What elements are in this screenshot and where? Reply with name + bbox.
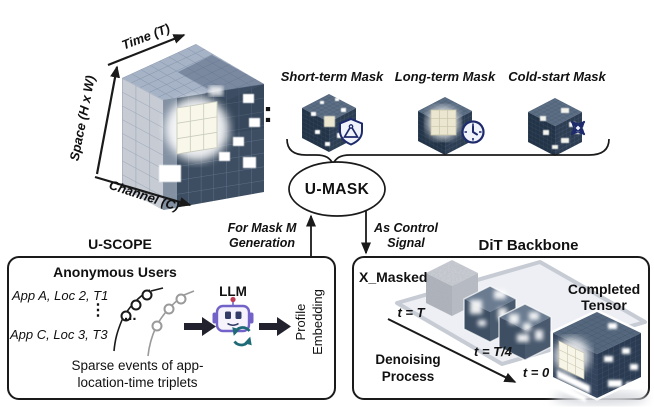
sparse-events-caption: Sparse events of app- location-time trip… bbox=[35, 358, 240, 391]
completed-tensor-label: Completed Tensor bbox=[558, 281, 650, 313]
for-mask-generation-label: For Mask M Generation bbox=[210, 221, 314, 250]
x-masked-label: X_Masked bbox=[359, 269, 428, 285]
separator-colon: : bbox=[263, 96, 273, 129]
cold-start-mask-cube bbox=[528, 98, 586, 156]
profile-line1: Profile bbox=[293, 303, 308, 341]
short-term-mask-cube bbox=[302, 94, 363, 152]
uscope-box bbox=[7, 256, 336, 400]
t-mid-label: t = T/4 bbox=[474, 344, 512, 359]
cold-start-mask-label: Cold-start Mask bbox=[508, 69, 606, 84]
time-axis-label: Time (T) bbox=[119, 20, 172, 53]
long-term-mask-cube bbox=[418, 97, 485, 155]
for-mask-line1: For Mask M bbox=[227, 221, 297, 235]
trajectory-ellipsis: ... bbox=[124, 307, 137, 324]
completed-line2: Tensor bbox=[581, 297, 627, 313]
denoising-process-label: Denoising Process bbox=[356, 351, 460, 385]
expand-arrows-icon bbox=[570, 120, 586, 136]
dit-box bbox=[352, 256, 650, 400]
profile-embedding-label: Profile Embedding bbox=[292, 276, 326, 368]
short-term-mask-label: Short-term Mask bbox=[280, 69, 384, 84]
long-term-mask-label: Long-term Mask bbox=[394, 69, 496, 84]
umask-label: U-MASK bbox=[304, 181, 370, 198]
t-start-label: t = T bbox=[397, 305, 425, 320]
masks-brace bbox=[286, 138, 610, 166]
channel-axis-label: Channel (C) bbox=[107, 177, 182, 214]
denoising-line2: Process bbox=[381, 369, 435, 384]
caption-line2: location-time triplets bbox=[77, 374, 198, 390]
space-axis-label: Space (H x W) bbox=[66, 74, 98, 163]
event-triplet-first: App A, Loc 2, T1 bbox=[12, 288, 109, 303]
event-triplet-last: App C, Loc 3, T3 bbox=[10, 327, 108, 342]
anonymous-users-heading: Anonymous Users bbox=[53, 264, 177, 280]
denoising-line1: Denoising bbox=[375, 352, 441, 367]
uscope-title: U-SCOPE bbox=[88, 236, 152, 252]
as-control-line1: As Control bbox=[374, 221, 438, 235]
profile-line2: Embedding bbox=[310, 289, 325, 355]
t-end-label: t = 0 bbox=[522, 365, 550, 380]
as-control-signal-label: As Control Signal bbox=[356, 221, 456, 250]
events-vertical-ellipsis: ⋮ bbox=[90, 302, 106, 319]
caption-line1: Sparse events of app- bbox=[71, 358, 204, 373]
completed-line1: Completed bbox=[567, 281, 641, 297]
shield-triangle-icon bbox=[339, 117, 363, 146]
dit-title: DiT Backbone bbox=[478, 237, 579, 254]
for-mask-line2: Generation bbox=[229, 235, 295, 250]
as-control-line2: Signal bbox=[387, 235, 425, 250]
clock-icon bbox=[461, 120, 485, 144]
space-axis-arrow bbox=[95, 65, 120, 175]
llm-label: LLM bbox=[219, 284, 247, 299]
